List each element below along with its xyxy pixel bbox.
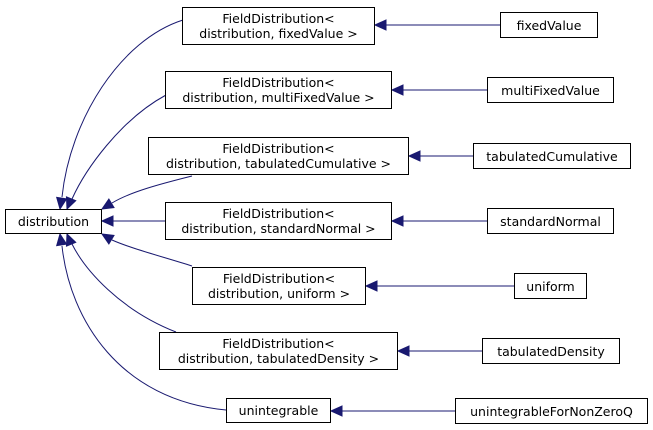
node-label: multiFixedValue [501,82,600,98]
edge-fd-multi-arrowhead [65,196,77,211]
node-unintegrablefornonzeroq[interactable]: unintegrableForNonZeroQ [455,398,648,424]
edge-fd-stdnorm-arrowhead [100,215,114,227]
edge-fd-fixed-arrowhead [55,196,68,211]
inheritance-edge-h4-arrowhead [364,280,378,292]
edge-fd-uniform-arrowhead [100,233,115,245]
node-fielddistribution-tabulatedcumulative[interactable]: FieldDistribution<distribution, tabulate… [148,137,409,175]
node-label: FieldDistribution< [222,11,335,26]
edge-fd-fixed [61,19,184,198]
inheritance-edge-h1-arrowhead [390,84,404,96]
node-label: unintegrable [238,403,319,418]
node-multifixedvalue[interactable]: multiFixedValue [487,77,614,103]
node-label-2: distribution, tabulatedCumulative > [165,156,392,171]
edge-fd-tabden [71,243,177,333]
node-fielddistribution-standardnormal[interactable]: FieldDistribution<distribution, standard… [165,202,392,240]
node-tabulateddensity[interactable]: tabulatedDensity [482,338,620,364]
node-fixedvalue[interactable]: fixedValue [500,12,598,38]
edge-fd-uniform [111,239,193,267]
node-label: fixedValue [516,17,582,33]
node-fielddistribution-tabulateddensity[interactable]: FieldDistribution<distribution, tabulate… [159,332,398,370]
edge-unintegrable-arrowhead [55,232,68,247]
inheritance-edge-h5-arrowhead [396,345,410,357]
inheritance-edge-h3-arrowhead [390,215,404,227]
node-unintegrable[interactable]: unintegrable [226,398,331,423]
node-tabulatedcumulative[interactable]: tabulatedCumulative [473,143,631,169]
node-label-2: distribution, fixedValue > [199,26,358,41]
inheritance-edge-h6-arrowhead [329,405,343,417]
node-label: standardNormal [500,213,601,229]
node-label: FieldDistribution< [222,336,335,351]
node-label-2: distribution, tabulatedDensity > [177,351,380,366]
node-label: FieldDistribution< [222,75,335,90]
node-label: tabulatedCumulative [486,148,618,164]
node-distribution[interactable]: distribution [5,209,102,234]
edge-fd-tabcum [111,175,193,204]
inheritance-edge-h2-arrowhead [407,150,421,162]
node-fielddistribution-fixedvalue[interactable]: FieldDistribution<distribution, fixedVal… [182,7,375,45]
edge-unintegrable [61,245,227,411]
node-label: distribution [17,214,90,229]
edge-fd-multi [71,94,167,200]
node-uniform[interactable]: uniform [514,273,587,299]
node-standardnormal[interactable]: standardNormal [487,208,614,234]
node-label-2: distribution, standardNormal > [181,221,376,236]
node-label: uniform [526,278,575,294]
node-fielddistribution-multifixedvalue[interactable]: FieldDistribution<distribution, multiFix… [165,71,392,109]
edge-fd-tabden-arrowhead [65,232,77,247]
edge-fd-tabcum-arrowhead [100,198,115,210]
inheritance-edge-h0-arrowhead [373,19,387,31]
node-label-2: distribution, uniform > [207,286,351,301]
node-label: FieldDistribution< [222,141,335,156]
node-label: unintegrableForNonZeroQ [470,403,633,419]
node-label: tabulatedDensity [497,343,605,359]
node-label: FieldDistribution< [222,271,336,286]
node-fielddistribution-uniform[interactable]: FieldDistribution<distribution, uniform … [192,267,366,305]
node-label-2: distribution, multiFixedValue > [182,90,375,105]
node-label: FieldDistribution< [222,206,335,221]
